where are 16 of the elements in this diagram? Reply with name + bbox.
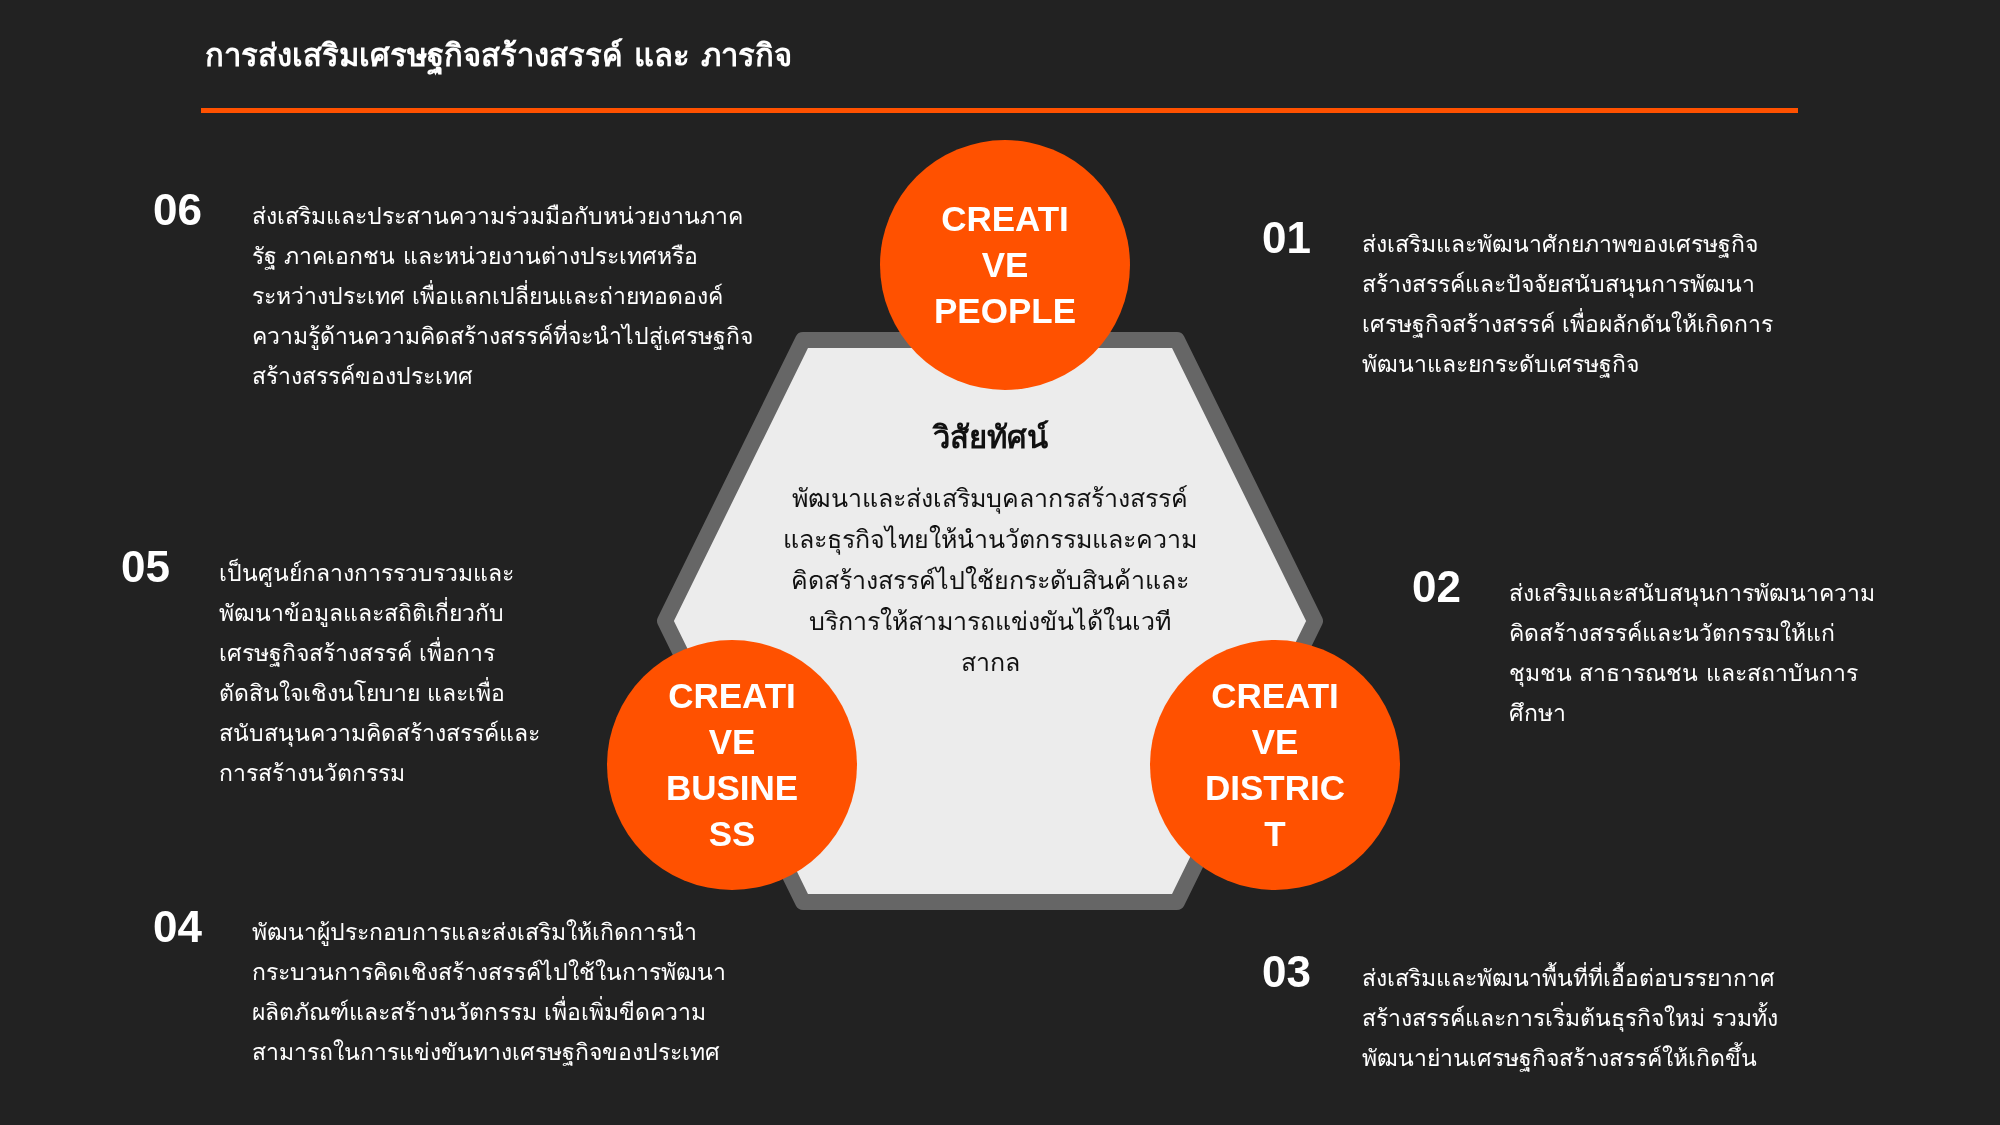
step-number: 02 xyxy=(1412,565,1461,609)
description-text: ส่งเสริมและสนับสนุนการพัฒนาความคิดสร้างสรรค์และนวัตกรรมให้แก่ชุมชน สาธารณชน และสถาบันการศึกษา xyxy=(1509,579,1876,728)
description-text: พัฒนาผู้ประกอบการและส่งเสริมให้เกิดการนำกระบวนการคิดเชิงสร้างสรรค์ไปใช้ในการพัฒนาผลิตภัณฑ์และสร้างนวัตกรรม เพื่อเพิ่มขีดความสามารถในการแข่งขันทางเศรษฐกิจของประเทศ xyxy=(252,918,727,1068)
page-title: การส่งเสริมเศรษฐกิจสร้างสรรค์ และ ภารกิจ xyxy=(205,36,792,77)
step-number: 05 xyxy=(121,545,170,589)
description-text: ส่งเสริมและประสานความร่วมมือกับหน่วยงานภาครัฐ ภาคเอกชน และหน่วยงานต่างประเทศหรือระหว่างประเทศ เพื่อแลกเปลี่ยนและถ่ายทอดองค์ความรู้ด้านความคิดสร้างสรรค์ที่จะนำไปสู่เศรษฐกิจสร้างสรรค์ของประเทศ xyxy=(252,202,754,391)
circle-node: CREATI VE PEOPLE xyxy=(880,140,1130,390)
description-text: ส่งเสริมและพัฒนาศักยภาพของเศรษฐกิจสร้างสรรค์และปัจจัยสนับสนุนการพัฒนาเศรษฐกิจสร้างสรรค์ เพื่อผลักดันให้เกิดการพัฒนาและยกระดับเศรษฐกิจ xyxy=(1362,230,1775,380)
description-text: เป็นศูนย์กลางการรวบรวมและพัฒนาข้อมูลและสถิติเกี่ยวกับเศรษฐกิจสร้างสรรค์ เพื่อการตัดสินใจเชิงนโยบาย และเพื่อสนับสนุนความคิดสร้างสรรค์และการสร้างนวัตกรรม xyxy=(219,557,541,788)
description-text: ส่งเสริมและพัฒนาพื้นที่ที่เอื้อต่อบรรยากาศสร้างสรรค์และการเริ่มต้นธุรกิจใหม่ รวมทั้งพัฒนาย่านเศรษฐกิจสร้างสรรค์ให้เกิดขึ้น xyxy=(1362,958,1832,1078)
step-number: 03 xyxy=(1262,950,1311,994)
step-number: 04 xyxy=(153,905,202,949)
vision-heading: วิสัยทัศน์ xyxy=(931,418,1049,457)
step-number: 06 xyxy=(153,188,202,232)
step-number: 01 xyxy=(1262,216,1311,260)
circle-node: CREATI VE DISTRIC T xyxy=(1150,640,1400,890)
